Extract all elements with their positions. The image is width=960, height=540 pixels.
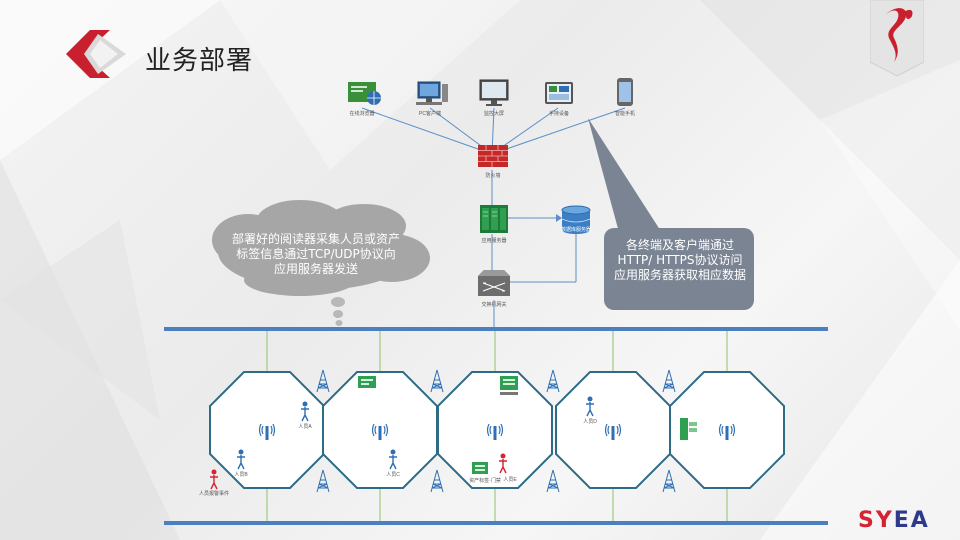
device-label-browser: 在线浏览器 [349, 111, 375, 117]
cloud-text: 部署好的阅读器采集人员或资产标签信息通过TCP/UDP协议向应用服务器发送 [232, 232, 401, 276]
person-label: 人员C [386, 472, 400, 478]
device-label-tablet: 手持设备 [548, 111, 570, 117]
monitor-icon [479, 79, 509, 106]
brand-wordmark: SYEA [858, 508, 930, 533]
firewall-label: 防火墙 [485, 173, 501, 179]
title-logo-icon [66, 30, 126, 78]
callout-box [588, 118, 754, 310]
server-label: 应用服务器 [481, 238, 507, 244]
firewall-icon [478, 145, 508, 167]
brand-part-1: SY [858, 508, 894, 533]
person-label: 人员D [583, 419, 597, 425]
device-label-monitor: 监控大屏 [483, 111, 505, 117]
device-label-pc: PC客户端 [419, 111, 441, 117]
alert-person-label: 人员报警事件 [198, 491, 230, 497]
person-label: 人员E [503, 477, 517, 483]
tablet-icon [545, 82, 573, 104]
person-label: 人员B [234, 472, 248, 478]
thought-cloud [212, 200, 430, 326]
switch-label: 交换机网关 [481, 302, 507, 308]
brand-part-2: EA [893, 508, 930, 533]
desktop-pc-icon [416, 81, 448, 105]
reader-antenna-icons [258, 423, 736, 440]
tower-icons [316, 369, 676, 493]
person-label: 人员A [298, 424, 312, 430]
alert-person-icons [210, 453, 507, 490]
asset-device-icons [358, 376, 697, 474]
slide-title: 业务部署 [145, 46, 254, 76]
brand-emblem-icon [870, 0, 924, 77]
bottom-bus-line [164, 521, 828, 525]
asset-label: 资产标签·门禁 [469, 478, 501, 484]
callout-text: 各终端及客户端通过HTTP/ HTTPS协议访问应用服务器获取相应数据 [613, 238, 746, 282]
app-server-icon [480, 205, 508, 233]
database-icon [561, 205, 591, 234]
device-label-phone: 智能手机 [614, 111, 636, 117]
browser-icon [348, 82, 381, 105]
top-bus-line [164, 327, 828, 331]
database-label: 数据库服务器 [560, 227, 592, 233]
smartphone-icon [617, 78, 633, 106]
person-icons [237, 396, 594, 470]
switch-icon [478, 270, 510, 296]
